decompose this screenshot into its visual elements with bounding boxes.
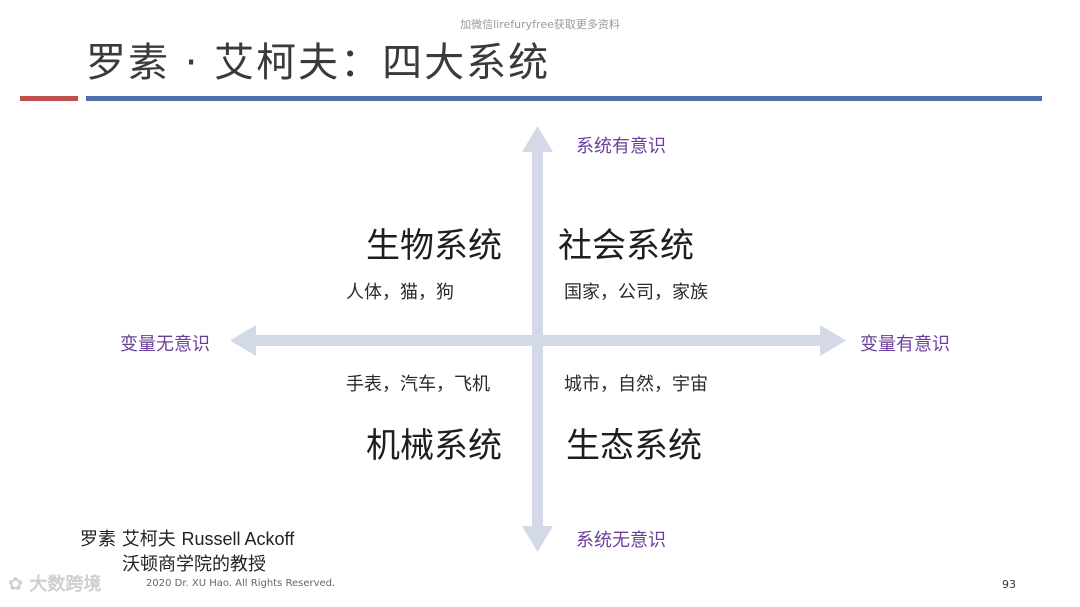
axis-label-bottom: 系统无意识	[576, 530, 666, 551]
page-title: 罗素 · 艾柯夫：四大系统	[86, 40, 551, 86]
header-watermark: 加微信lirefuryfree获取更多资料	[460, 18, 620, 31]
up-arrow-icon	[522, 126, 553, 152]
quadrant-title-biological: 生物系统	[366, 226, 502, 266]
person-name-en: Russell Ackoff	[181, 529, 295, 549]
page-number: 93	[1002, 578, 1016, 591]
person-role: 沃顿商学院的教授	[122, 554, 266, 575]
copyright-text: 2020 Dr. XU Hao. All Rights Reserved.	[146, 578, 336, 589]
brand-logo-watermark: ✿ 大数跨境	[8, 570, 101, 596]
axis-label-right: 变量有意识	[860, 334, 950, 355]
right-arrow-icon	[820, 325, 846, 356]
person-name-cn: 罗素 艾柯夫	[80, 529, 176, 550]
left-arrow-icon	[230, 325, 256, 356]
quadrant-title-ecological: 生态系统	[566, 426, 702, 466]
quadrant-examples-social: 国家，公司，家族	[564, 282, 708, 303]
quadrant-title-social: 社会系统	[558, 226, 694, 266]
title-underline-bar-blue	[86, 96, 1042, 101]
quadrant-examples-mechanical: 手表，汽车，飞机	[346, 374, 490, 395]
title-accent-bar-red	[20, 96, 78, 101]
down-arrow-icon	[522, 526, 553, 552]
quadrant-examples-ecological: 城市，自然，宇宙	[564, 374, 708, 395]
horizontal-axis	[252, 335, 826, 346]
quadrant-examples-biological: 人体，猫，狗	[346, 282, 454, 303]
quadrant-title-mechanical: 机械系统	[366, 426, 502, 466]
person-name-line: 罗素 艾柯夫 Russell Ackoff	[80, 525, 294, 551]
logo-mark-icon: ✿	[8, 574, 24, 595]
axis-label-left: 变量无意识	[120, 334, 210, 355]
axis-label-top: 系统有意识	[576, 136, 666, 157]
logo-text: 大数跨境	[29, 574, 102, 595]
